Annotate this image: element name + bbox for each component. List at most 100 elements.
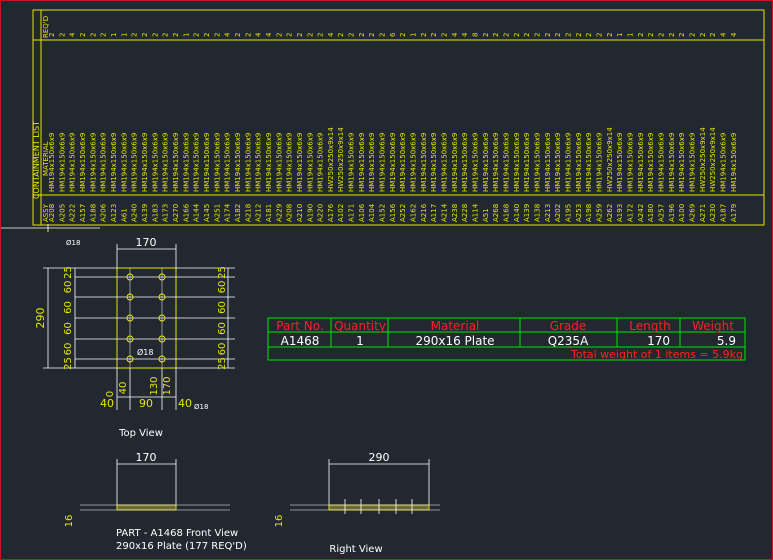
containment-cell-material: HM194x150x6x9 [244, 133, 252, 192]
part-table-cell-length: 170 [647, 334, 670, 348]
right-view-hole-marks [344, 499, 413, 514]
containment-cell-material: HW250x250x9x14 [699, 127, 707, 192]
containment-cell-assy: A172 [626, 204, 634, 222]
containment-cell-reqd: 2 [647, 33, 655, 37]
containment-cell-reqd: 1 [626, 33, 634, 37]
containment-cell-reqd: 2 [337, 33, 345, 37]
containment-cell-assy: A251 [213, 204, 221, 222]
containment-cell-reqd: 2 [275, 33, 283, 37]
containment-cell-material: HM194x150x6x9 [193, 133, 201, 192]
containment-cell-reqd: 2 [606, 33, 614, 37]
part-table-header-part-no: Part No. [276, 319, 323, 333]
containment-cell-reqd: 2 [100, 33, 108, 37]
part-table-cell-material: 290x16 Plate [415, 334, 494, 348]
containment-cell-assy: A168 [503, 204, 511, 222]
containment-cell-material: HM194x150x6x9 [265, 133, 273, 192]
containment-cell-assy: A152 [379, 204, 387, 222]
containment-cell-reqd: 2 [48, 33, 56, 37]
containment-cell-material: HM194x150x6x9 [69, 133, 77, 192]
containment-cell-reqd: 2 [523, 33, 531, 37]
containment-cell-material: HM194x150x6x9 [79, 133, 87, 192]
containment-cell-assy: A213 [544, 204, 552, 222]
containment-cell-assy: A198 [585, 204, 593, 222]
containment-cell-reqd: 2 [213, 33, 221, 37]
containment-cell-assy: A123 [110, 204, 118, 222]
containment-cell-reqd: 2 [678, 33, 686, 37]
containment-header-material: MATERIAL [42, 141, 50, 176]
containment-cell-assy: A218 [244, 204, 252, 222]
top-view-bottom-dim-center: 90 [139, 397, 153, 410]
containment-cell-reqd: 2 [420, 33, 428, 37]
containment-cell-assy: A262 [606, 204, 614, 222]
top-view-label: Top View [118, 428, 163, 439]
top-view-width-dim: 170 [136, 236, 157, 249]
containment-cell-reqd: 2 [58, 33, 66, 37]
containment-cell-assy: A216 [420, 203, 428, 222]
containment-cell-material: HM194x150x6x9 [255, 133, 263, 192]
containment-cell-assy: A229 [275, 204, 283, 222]
containment-cell-assy: A228 [461, 204, 469, 222]
containment-cell-material: HM194x150x6x9 [306, 133, 314, 192]
containment-cell-assy: A253 [575, 204, 583, 222]
containment-cell-material: HM194x150x6x9 [379, 133, 387, 192]
containment-cell-reqd: 8 [472, 33, 480, 37]
containment-cell-assy: A195 [565, 204, 573, 222]
containment-cell-reqd: 2 [234, 33, 242, 37]
containment-cell-material: HM194x150x6x9 [358, 133, 366, 192]
containment-cell-material: HM194x150x6x9 [503, 133, 511, 192]
containment-cell-material: HM194x150x6x9 [451, 133, 459, 192]
top-view-left-dim: 60 [63, 322, 74, 335]
containment-cell-reqd: 2 [193, 33, 201, 37]
containment-cell-assy: A171 [348, 204, 356, 222]
containment-cell-assy: A51 [482, 208, 490, 222]
top-view-right-dim: 60 [217, 301, 228, 314]
containment-cell-material: HM194x150x6x9 [513, 133, 521, 192]
containment-cell-assy: A242 [637, 204, 645, 222]
containment-cell-material: HM194x150x6x9 [616, 133, 624, 192]
top-view-left-dim: 25 [63, 266, 74, 279]
containment-cell-material: HM194x150x6x9 [565, 133, 573, 192]
containment-cell-reqd: 2 [162, 33, 170, 37]
top-view-left-dim: 25 [63, 357, 74, 370]
containment-cell-reqd: 2 [688, 33, 696, 37]
containment-cell-assy: A139 [141, 204, 149, 222]
containment-cell-reqd: 4 [265, 32, 273, 37]
containment-cell-material: HM194x150x6x9 [58, 133, 66, 192]
top-view-right-dim: 25 [217, 266, 228, 279]
containment-cell-material: HM194x150x6x9 [368, 133, 376, 192]
front-view-thickness-dim: 16 [64, 515, 75, 528]
containment-cell-reqd: 2 [699, 33, 707, 37]
containment-cell-reqd: 2 [203, 33, 211, 37]
containment-cell-assy: A139 [523, 204, 531, 222]
top-view-hole-label-center: Ø18 [137, 347, 153, 357]
containment-cell-material: HM194x150x6x9 [554, 133, 562, 192]
cursor-crosshair-icon [0, 224, 100, 232]
containment-cell-reqd: 2 [306, 33, 314, 37]
containment-cell-material: HM194x150x6x9 [420, 133, 428, 192]
containment-cell-reqd: 4 [719, 32, 727, 37]
top-view-height-dim: 290 [34, 308, 47, 329]
top-view-left-dim: 60 [63, 281, 74, 294]
containment-cell-reqd: 2 [151, 33, 159, 37]
top-view-left-dim: 60 [63, 301, 74, 314]
containment-header-reqd: REQ'D [42, 16, 50, 38]
top-view-right-dim: 60 [217, 343, 228, 356]
containment-cell-reqd: 2 [172, 33, 180, 37]
containment-cell-reqd: 4 [461, 32, 469, 37]
containment-cell-material: HW250x250x9x14 [606, 127, 614, 192]
containment-cell-reqd: 4 [224, 32, 232, 37]
containment-cell-reqd: 2 [368, 33, 376, 37]
front-view-label-line1: PART - A1468 Front View [116, 528, 238, 539]
containment-cell-assy: A202 [554, 204, 562, 222]
containment-cell-reqd: 4 [255, 32, 263, 37]
containment-cell-assy: A190 [306, 204, 314, 222]
containment-cell-assy: A173 [162, 204, 170, 222]
containment-cell-reqd: 4 [451, 32, 459, 37]
containment-cell-assy: A208 [48, 204, 56, 222]
containment-cell-assy: A102 [337, 204, 345, 222]
containment-cell-material: HM194x150x6x9 [626, 133, 634, 192]
containment-cell-material: HM194x150x6x9 [275, 133, 283, 192]
